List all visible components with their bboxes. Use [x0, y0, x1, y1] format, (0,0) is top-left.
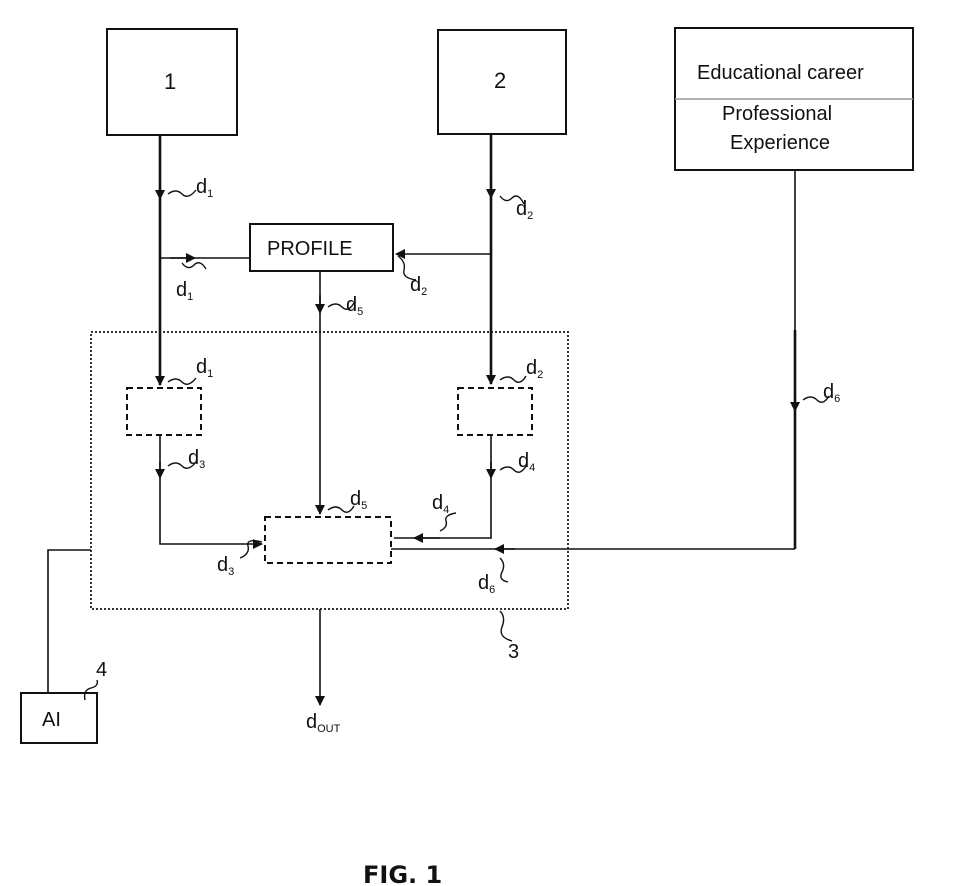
label-d4-center: d4 — [432, 492, 449, 516]
block-1: 1 — [107, 29, 237, 135]
svg-text:d5: d5 — [346, 294, 363, 318]
label-d4-right: d4 — [518, 450, 535, 474]
svg-text:d6: d6 — [478, 572, 495, 596]
label-d2-top: d2 — [516, 198, 533, 222]
label-d6-right: d6 — [823, 381, 840, 405]
label-dout: dOUT — [306, 711, 341, 735]
label-d1-profile: d1 — [176, 279, 193, 303]
svg-text:d3: d3 — [217, 554, 234, 578]
block-2: 2 — [438, 30, 566, 134]
svg-text:d1: d1 — [176, 279, 193, 303]
ai-4-ref: 4 — [96, 659, 107, 681]
ai-block: AI — [21, 693, 97, 743]
label-d3-center: d3 — [217, 554, 234, 578]
sub-block-center — [265, 517, 391, 563]
profile-block: PROFILE — [250, 224, 393, 271]
educational-career-label: Educational career — [697, 62, 864, 84]
professional-label: Professional — [722, 103, 832, 125]
label-d1-top: d1 — [196, 176, 213, 200]
label-d1-module: d1 — [196, 356, 213, 380]
sub-block-right — [458, 388, 532, 435]
svg-text:d1: d1 — [196, 176, 213, 200]
line-d3 — [160, 435, 262, 544]
label-d6-center: d6 — [478, 572, 495, 596]
module-3-ref: 3 — [508, 641, 519, 663]
sub-block-left — [127, 388, 201, 435]
label-d5-center: d5 — [350, 488, 367, 512]
ai-label: AI — [42, 709, 61, 731]
svg-text:d6: d6 — [823, 381, 840, 405]
label-d5-profile: d5 — [346, 294, 363, 318]
label-d2-module: d2 — [526, 357, 543, 381]
block-2-label: 2 — [494, 68, 506, 93]
label-d3-left: d3 — [188, 447, 205, 471]
line-ai — [48, 550, 91, 693]
line-d4 — [394, 435, 491, 538]
svg-text:d3: d3 — [188, 447, 205, 471]
career-block: Educational career Professional Experien… — [675, 28, 913, 170]
svg-text:dOUT: dOUT — [306, 711, 341, 735]
svg-text:d4: d4 — [518, 450, 535, 474]
experience-label: Experience — [730, 132, 830, 154]
svg-text:d5: d5 — [350, 488, 367, 512]
figure-label: FIG. 1 — [363, 861, 442, 886]
module-3 — [91, 332, 568, 609]
svg-text:d2: d2 — [410, 274, 427, 298]
svg-text:d2: d2 — [526, 357, 543, 381]
svg-text:d4: d4 — [432, 492, 449, 516]
profile-label: PROFILE — [267, 238, 353, 260]
svg-text:d2: d2 — [516, 198, 533, 222]
svg-text:d1: d1 — [196, 356, 213, 380]
block-1-label: 1 — [164, 69, 176, 94]
label-d2-profile: d2 — [410, 274, 427, 298]
